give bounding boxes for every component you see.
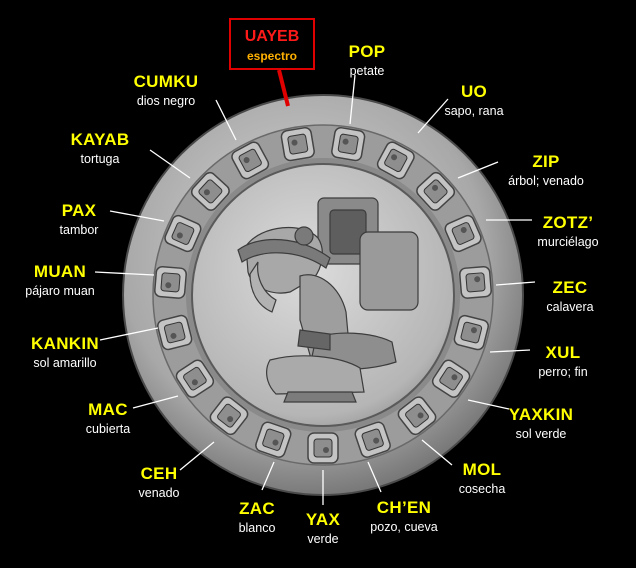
glyph-block (397, 396, 437, 436)
connector-ceh (179, 441, 215, 471)
month-meaning-pax: tambor (59, 223, 99, 237)
label-muan: MUAN pájaro muan (25, 262, 95, 299)
connector-yaxkin (467, 399, 510, 410)
glyph-block (209, 396, 249, 436)
connector-xul (489, 349, 531, 353)
connector-kayab (149, 149, 191, 179)
month-meaning-yax: verde (307, 532, 339, 546)
connector-pop (349, 74, 356, 125)
label-yaxkin: YAXKIN sol verde (509, 405, 573, 442)
month-name-yaxkin: YAXKIN (508, 405, 574, 424)
month-meaning-chen: pozo, cueva (370, 520, 438, 534)
month-meaning-zec: calavera (546, 300, 594, 314)
label-kayab: KAYAB tortuga (71, 130, 130, 167)
label-zotz: ZOTZ’ murciélago (537, 213, 598, 250)
glyph-block (280, 126, 315, 162)
uayeb-meaning: espectro (246, 49, 298, 63)
connector-zac (261, 461, 275, 491)
glyph-block (453, 314, 489, 351)
label-pax: PAX tambor (60, 201, 99, 238)
uayeb-name: UAYEB (244, 28, 300, 45)
month-name-zac: ZAC (239, 499, 275, 518)
connector-zip (457, 161, 499, 179)
connector-chen (367, 461, 382, 493)
month-meaning-zac: blanco (238, 521, 276, 535)
month-name-cumku: CUMKU (133, 72, 199, 91)
month-name-mac: MAC (88, 400, 128, 419)
label-uo: UO sapo, rana (444, 82, 503, 119)
connector-mol (421, 439, 453, 466)
glyph-block (416, 171, 456, 211)
month-name-zip: ZIP (532, 152, 560, 171)
glyph-block (307, 432, 339, 464)
month-meaning-pop: petate (349, 64, 385, 78)
month-name-chen: CH’EN (376, 498, 432, 517)
label-mol: MOL cosecha (459, 460, 506, 497)
month-name-pop: POP (348, 42, 386, 61)
glyph-block (331, 126, 366, 162)
label-mac: MAC cubierta (86, 400, 130, 437)
month-meaning-uo: sapo, rana (444, 104, 504, 118)
month-meaning-cumku: dios negro (136, 94, 196, 108)
month-name-mol: MOL (462, 460, 502, 479)
month-meaning-yaxkin: sol verde (515, 427, 567, 441)
month-meaning-kayab: tortuga (80, 152, 120, 166)
connector-lines (94, 69, 536, 505)
label-ceh: CEH venado (138, 464, 179, 501)
glyph-block (175, 359, 215, 398)
month-meaning-kankin: sol amarillo (33, 356, 97, 370)
month-meaning-mac: cubierta (85, 422, 131, 436)
month-meaning-ceh: venado (138, 486, 180, 500)
glyph-block (231, 141, 270, 180)
month-name-muan: MUAN (33, 262, 87, 281)
month-name-xul: XUL (545, 343, 581, 362)
month-meaning-mol: cosecha (458, 482, 506, 496)
label-chen: CH’EN pozo, cueva (370, 498, 437, 535)
glyph-block (154, 265, 187, 299)
uayeb-pointer (277, 69, 290, 107)
connector-mac (132, 395, 179, 409)
glyph-block (157, 314, 193, 351)
month-meaning-zip: árbol; venado (508, 174, 584, 188)
seated-figure-carving (237, 197, 419, 403)
connector-uo (417, 98, 449, 134)
month-name-uo: UO (460, 82, 488, 101)
connector-zec (495, 281, 536, 286)
month-name-yax: YAX (305, 510, 341, 529)
label-zec: ZEC calavera (546, 278, 593, 315)
glyph-block (164, 214, 202, 253)
month-name-kayab: KAYAB (70, 130, 130, 149)
glyph-block (354, 421, 391, 458)
month-name-ceh: CEH (140, 464, 178, 483)
label-xul: XUL perro; fin (538, 343, 587, 380)
label-zac: ZAC blanco (239, 499, 276, 536)
month-meaning-xul: perro; fin (538, 365, 588, 379)
connector-pax (109, 210, 165, 222)
month-meaning-muan: pájaro muan (25, 284, 95, 298)
connector-kankin (99, 327, 159, 341)
connector-cumku (215, 99, 237, 141)
glyph-block (431, 359, 471, 398)
glyph-block (255, 421, 292, 458)
connector-muan (94, 271, 155, 276)
glyph-block (444, 214, 482, 253)
glyph-block (190, 171, 230, 211)
label-cumku: CUMKU dios negro (134, 72, 199, 109)
label-pop: POP petate (349, 42, 386, 79)
label-zip: ZIP árbol; venado (508, 152, 584, 189)
month-name-pax: PAX (61, 201, 97, 220)
glyph-block (376, 141, 415, 180)
glyph-block (459, 265, 492, 299)
label-yax: YAX verde (306, 510, 340, 547)
month-glyphs (154, 126, 492, 464)
uayeb-highlight-box: UAYEB espectro (229, 18, 315, 70)
month-name-zotz: ZOTZ’ (542, 213, 594, 232)
month-name-zec: ZEC (552, 278, 588, 297)
label-kankin: KANKIN sol amarillo (31, 334, 99, 371)
month-name-kankin: KANKIN (31, 334, 99, 353)
month-meaning-zotz: murciélago (537, 235, 599, 249)
